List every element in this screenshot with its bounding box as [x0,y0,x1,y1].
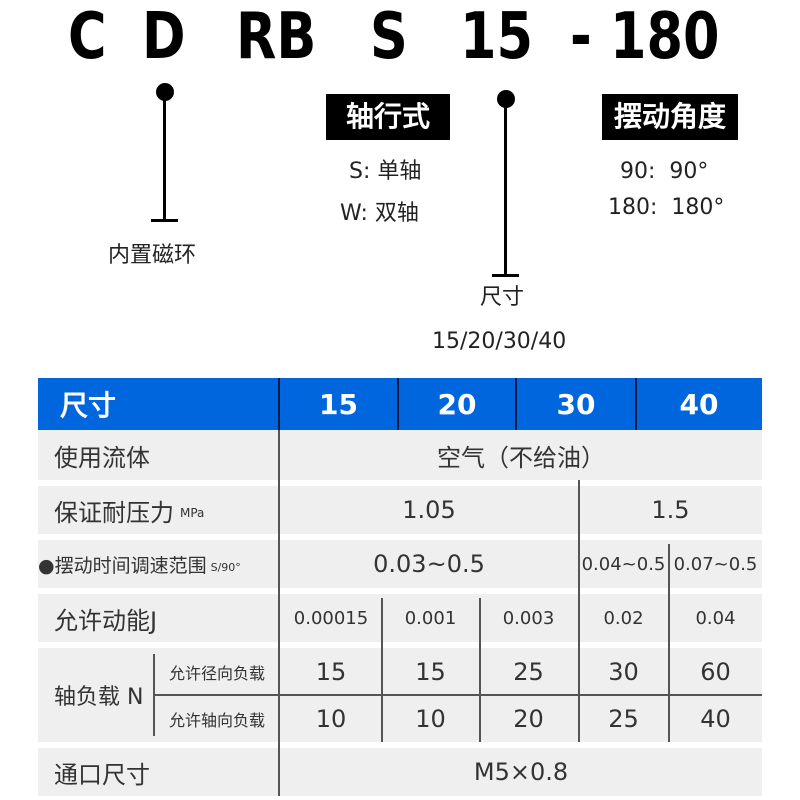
code-angle: 180 [610,0,720,74]
code-s: S [370,0,408,74]
code-size: 15 [460,0,534,74]
radial-load-value-2: 15 [415,657,446,686]
angle-option-180: 180: 180° [608,195,725,220]
code-c: C [68,0,107,74]
divider [278,378,280,430]
proof-pressure-value-low: 1.05 [402,496,456,524]
swing-time-value-2: 0.04~0.5 [581,553,666,575]
table-header-row: 尺寸 15 20 30 40 [38,378,762,430]
header-size-15: 15 [319,387,358,421]
size-label: 尺寸 [480,285,525,310]
radial-load-value-1: 15 [315,657,347,686]
divider [578,480,580,742]
pin-foot [151,219,178,222]
table-row-proof-pressure: 保证耐压力 MPa 1.05 1.5 [38,486,762,534]
divider [397,378,399,430]
pin-line [504,105,507,277]
angle-option-90: 90: 90° [620,159,709,184]
divider [515,378,517,430]
divider [479,598,481,742]
table-row-port-size: 通口尺寸 M5×0.8 [38,748,762,796]
swing-time-unit: S/90° [210,560,241,574]
pin-dot-icon [156,83,174,101]
proof-pressure-label: 保证耐压力 [54,498,174,527]
port-size-value: M5×0.8 [473,758,569,786]
table-row-kinetic-energy: 允许动能J 0.00015 0.001 0.003 0.02 0.04 [38,594,762,642]
header-size-20: 20 [437,387,477,421]
shaft-option-s: S: 单轴 [349,159,422,184]
axial-load-label: 允许轴向负载 [168,710,265,730]
axial-load-value-5: 40 [700,704,731,733]
divider [278,430,280,796]
table-row-swing-time: ●摆动时间调速范围 S/90° 0.03~0.5 0.04~0.5 0.07~0… [38,540,762,588]
fluid-value: 空气（不给油） [437,443,605,472]
header-size-40: 40 [679,387,719,421]
pin-foot [492,274,519,277]
kinetic-energy-value-5: 0.04 [695,607,736,629]
pin-dot-icon [497,90,515,108]
header-size-label: 尺寸 [60,389,117,422]
magnet-label: 内置磁环 [108,243,197,268]
radial-load-label: 允许径向负载 [168,663,265,683]
radial-load-value-5: 60 [700,657,731,686]
table-row-fluid: 使用流体 空气（不给油） [38,430,762,480]
swing-time-value-1: 0.03~0.5 [373,550,485,578]
axial-load-value-2: 10 [415,704,446,733]
divider [154,694,762,696]
divider [153,654,155,736]
axial-load-value-1: 10 [315,704,347,733]
radial-load-value-3: 25 [513,657,544,686]
kinetic-energy-value-3: 0.003 [502,607,555,629]
axial-load-value-3: 20 [513,704,544,733]
divider [668,544,670,742]
radial-load-value-4: 30 [608,657,639,686]
axial-load-value-4: 25 [608,704,639,733]
kinetic-energy-value-1: 0.00015 [293,607,369,629]
proof-pressure-value-high: 1.5 [651,496,690,524]
row-label-proof-pressure: 保证耐压力 MPa [38,486,279,534]
row-label-kinetic-energy: 允许动能J [54,606,158,635]
code-rb: RB [236,0,317,74]
row-label-fluid: 使用流体 [54,443,150,472]
kinetic-energy-value-2: 0.001 [404,607,457,629]
shaft-option-w: W: 双轴 [340,201,419,226]
row-label-swing-time: ●摆动时间调速范围 S/90° [38,540,279,588]
kinetic-energy-value-4: 0.02 [603,607,644,629]
swing-angle-tag: 摆动角度 [602,94,738,140]
shaft-type-tag: 轴行式 [326,94,450,140]
swing-time-value-3: 0.07~0.5 [673,553,758,575]
divider [381,598,383,742]
size-values: 15/20/30/40 [432,329,567,354]
row-label-shaft-load: 轴负载 N [54,685,144,710]
pin-line [163,98,166,220]
table-row-shaft-load: 轴负载 N 允许径向负载 允许轴向负载 15 15 25 30 60 10 10… [38,648,762,742]
header-size-30: 30 [556,387,596,421]
proof-pressure-unit: MPa [180,506,205,520]
swing-time-label: ●摆动时间调速范围 [38,554,207,577]
code-d: D [142,0,186,74]
code-dash: - [570,0,592,74]
divider [635,378,637,430]
row-label-port-size: 通口尺寸 [54,760,150,789]
